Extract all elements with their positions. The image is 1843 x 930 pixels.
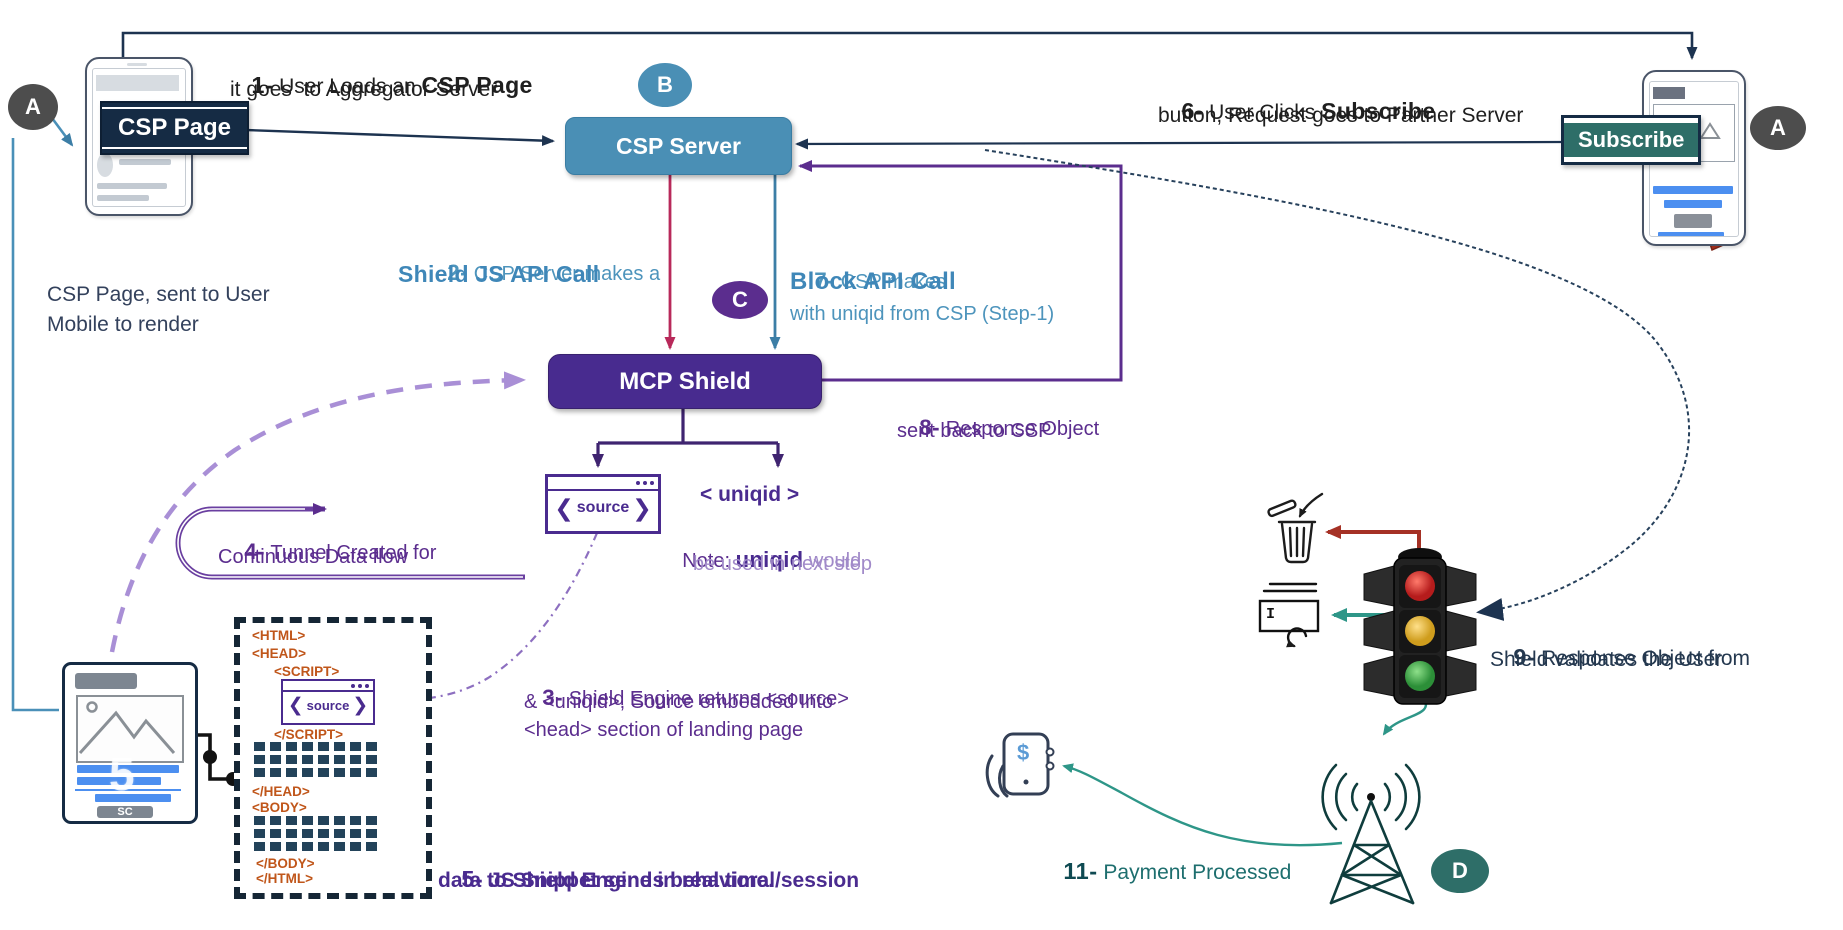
side-note-line1: CSP Page, sent to User bbox=[47, 283, 270, 306]
code-html-open: <HTML> bbox=[252, 628, 306, 643]
arrow-tunnel-hook-inner bbox=[177, 508, 523, 578]
code-script-open: <SCRIPT> bbox=[274, 664, 340, 679]
window-dots-icon bbox=[548, 477, 658, 491]
mcp-shield-node: MCP Shield bbox=[548, 354, 822, 409]
subscribe-button[interactable]: Subscribe bbox=[1561, 115, 1702, 165]
angle-right-icon: ❯ bbox=[352, 694, 369, 715]
arrow-response-to-csp bbox=[798, 160, 1123, 382]
source-window: ❮ source ❯ bbox=[545, 474, 661, 534]
step4-line1: 4- Tunnel Created for bbox=[244, 539, 437, 564]
marker-c: C bbox=[712, 281, 768, 319]
step6-line2: button, Request goes to Partner Server bbox=[1158, 104, 1524, 127]
code-script-close: </SCRIPT> bbox=[274, 727, 344, 742]
marker-a-left: A bbox=[8, 84, 58, 130]
marker-b: B bbox=[638, 63, 692, 107]
note-line2: be used in next step bbox=[693, 553, 873, 575]
landing-page-mockup: SC 5 bbox=[62, 662, 198, 824]
arrow-tunnel-dataflow bbox=[109, 371, 526, 653]
dollar-glyph: $ bbox=[1017, 740, 1030, 765]
marker-d: D bbox=[1431, 849, 1489, 893]
arrow-payment-processed bbox=[1062, 763, 1343, 847]
embedded-source-window: ❮ source ❯ bbox=[281, 679, 375, 725]
angle-left-icon: ❮ bbox=[287, 694, 304, 715]
text-cursor-glyph: I bbox=[1266, 606, 1276, 623]
step5-line2: data to Shield Engine in real time. bbox=[438, 869, 775, 892]
step11-line1: 11- Payment Processed bbox=[1063, 858, 1292, 885]
code-html-close: </HTML> bbox=[256, 871, 314, 886]
angle-left-icon: ❮ bbox=[554, 494, 574, 521]
angle-right-icon: ❯ bbox=[632, 494, 652, 521]
arrow-reject-to-trash bbox=[1325, 525, 1421, 556]
arrow-csppage-to-server bbox=[245, 128, 555, 147]
input-retry-icon bbox=[1258, 582, 1320, 648]
step3-line2: & <uniqid>, Source embedded Into bbox=[524, 691, 834, 713]
traffic-red-lamp bbox=[1405, 571, 1435, 601]
payment-phone-icon bbox=[985, 732, 1055, 798]
step7-line3: with uniqid from CSP (Step-1) bbox=[790, 303, 1055, 325]
step8-line1: 8- Response Object bbox=[919, 415, 1100, 440]
arrow-user-to-partner-rail bbox=[121, 31, 1698, 60]
trash-icon bbox=[1267, 492, 1324, 564]
traffic-green-lamp bbox=[1405, 661, 1435, 691]
side-note-line2: Mobile to render bbox=[47, 313, 199, 336]
radio-tower-icon bbox=[1321, 763, 1421, 905]
window-dots-icon bbox=[283, 681, 373, 692]
step8-line2: sent back to CSP bbox=[897, 420, 1052, 442]
step3-line3: <head> section of landing page bbox=[524, 719, 804, 741]
step5-line1: 5- JS Snippet sends behavioral/session bbox=[461, 866, 860, 893]
uniqid-label: < uniqid > bbox=[700, 483, 800, 506]
step6-line1: 6- User Clicks Subscribe bbox=[1181, 98, 1436, 125]
code-head-close: </HEAD> bbox=[252, 784, 310, 799]
arrow-a-to-phone bbox=[50, 117, 74, 147]
step1-line1: 1- User Loads an CSP Page bbox=[251, 72, 533, 99]
code-body-open: <BODY> bbox=[252, 800, 307, 815]
csp-page-plate: CSP Page bbox=[100, 101, 249, 155]
code-head-open: <HEAD> bbox=[252, 646, 307, 661]
step7-line2: Block API Call bbox=[790, 268, 957, 295]
marker-a-right: A bbox=[1750, 106, 1806, 150]
step1-line2: it goes to Aggregator Server bbox=[230, 78, 498, 101]
connector-dot bbox=[203, 750, 217, 764]
code-body-close: </BODY> bbox=[256, 856, 315, 871]
step2-line2: Shield JS API Call bbox=[398, 261, 600, 287]
sc-button: SC bbox=[97, 806, 153, 818]
step7-line1: 7- CSP makes bbox=[814, 268, 946, 293]
traffic-yellow-lamp bbox=[1405, 616, 1435, 646]
line-a-to-mockup bbox=[11, 138, 59, 712]
step2-line1: 2- CSP Server makes a bbox=[447, 260, 661, 285]
line-shield-branch bbox=[598, 408, 778, 445]
step9-line1: 9- Response Object from bbox=[1513, 644, 1751, 671]
phone-speaker bbox=[127, 63, 147, 66]
csp-server-node: CSP Server bbox=[565, 117, 792, 175]
mockup-image-placeholder bbox=[76, 695, 184, 763]
traffic-light-icon bbox=[1363, 548, 1477, 705]
code-block-grid-body bbox=[254, 816, 377, 851]
arrow-validation-arc bbox=[984, 149, 1691, 621]
mockup-watermark: 5 bbox=[109, 748, 135, 800]
note-line1: Note: uniqid would bbox=[682, 547, 862, 572]
mockup-tab bbox=[75, 673, 137, 689]
mountains-icon bbox=[78, 701, 176, 755]
code-block-grid-head bbox=[254, 742, 377, 777]
step9-line2: Shield validates the User bbox=[1490, 648, 1723, 671]
step3-line1: 3- Shield Engine returns <source> bbox=[542, 685, 849, 710]
arrow-subscribe-to-server bbox=[795, 138, 1562, 150]
landing-page-code-box bbox=[234, 617, 432, 899]
step4-line2: Continuous Data flow bbox=[218, 546, 409, 568]
